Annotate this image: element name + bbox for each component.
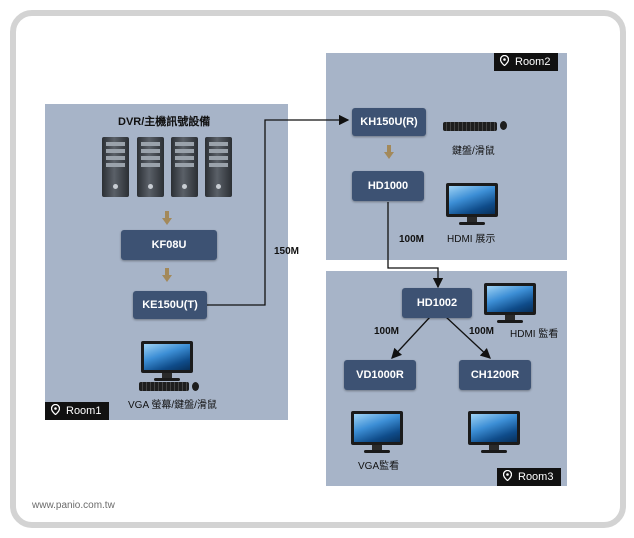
room3-label-text: Room3 [518, 471, 554, 483]
link-label-150m: 150M [274, 246, 300, 257]
hdmi-display-caption: HDMI 展示 [447, 234, 496, 245]
vd1000r-node: VD1000R [344, 360, 416, 390]
keyboard-icon [443, 122, 497, 131]
monitor-icon [141, 341, 193, 381]
kf08u-node: KF08U [121, 230, 217, 260]
ch1200r-node: CH1200R [459, 360, 531, 390]
footer-website: www.panio.com.tw [32, 500, 115, 511]
location-pin-icon [499, 54, 510, 69]
location-pin-icon [502, 469, 513, 484]
room2-label-text: Room2 [515, 56, 551, 68]
down-arrow-icon [384, 145, 394, 159]
sources-title: DVR/主機訊號設備 [118, 116, 211, 128]
ke150ut-node: KE150U(T) [133, 291, 207, 319]
room2-label: Room2 [494, 53, 559, 71]
server-tower-icon [102, 137, 129, 197]
server-tower-icon [137, 137, 164, 197]
down-arrow-icon [162, 268, 172, 282]
link-label-100m-right: 100M [469, 326, 495, 337]
hd1002-node: HD1002 [402, 288, 472, 318]
monitor-icon [446, 183, 498, 225]
monitor-icon [468, 411, 520, 453]
room3-label: Room3 [497, 468, 562, 486]
monitor-icon [484, 283, 536, 323]
link-label-100m-hd1000: 100M [399, 234, 425, 245]
monitor-icon [351, 411, 403, 453]
down-arrow-icon [162, 211, 172, 225]
location-pin-icon [50, 403, 61, 418]
mouse-icon [500, 121, 507, 130]
mouse-icon [192, 382, 199, 391]
vga-monitor-caption: VGA監看 [358, 461, 400, 472]
kh150ur-node: KH150U(R) [352, 108, 426, 136]
keyboard-icon [139, 382, 189, 391]
keyboard-caption: 鍵盤/滑鼠 [452, 146, 495, 157]
room2-panel [326, 53, 567, 260]
link-hd1000-hd1002 [387, 202, 444, 289]
server-tower-icon [171, 137, 198, 197]
hdmi-monitor-caption: HDMI 監看 [510, 329, 559, 340]
room1-label-text: Room1 [66, 405, 102, 417]
console-caption: VGA 螢幕/鍵盤/滑鼠 [128, 400, 217, 411]
link-label-100m-left: 100M [374, 326, 400, 337]
room1-label: Room1 [45, 402, 110, 420]
link-hd1002-ch1200r [445, 316, 491, 359]
link-hd1002-vd1000r [391, 316, 431, 359]
link-ke150ut-kh150ur [207, 114, 350, 306]
hd1000-node: HD1000 [352, 171, 424, 201]
server-tower-icon [205, 137, 232, 197]
